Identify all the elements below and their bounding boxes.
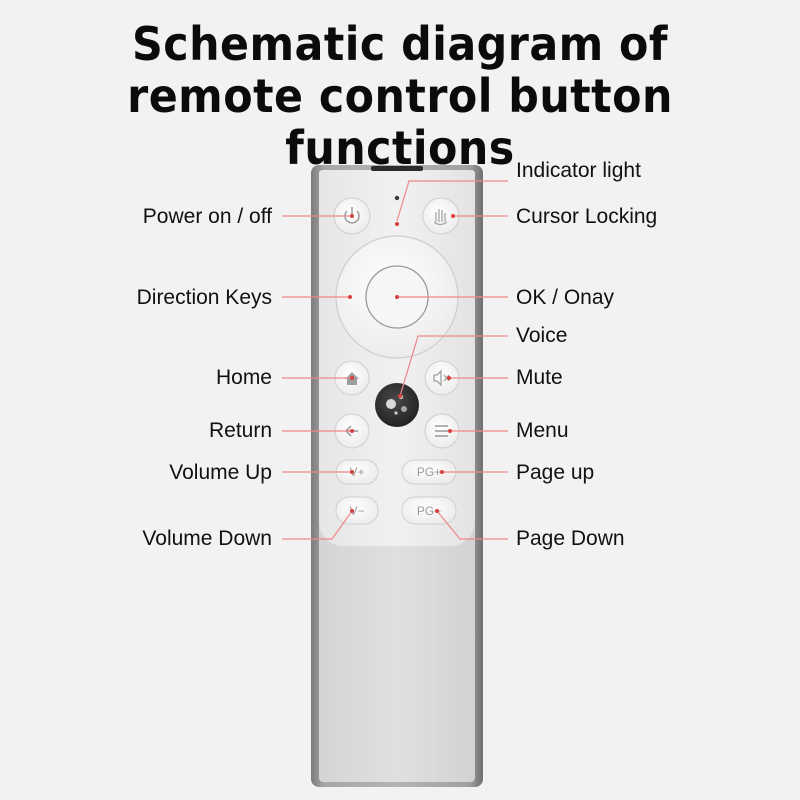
label-direction-keys: Direction Keys bbox=[137, 286, 272, 309]
leader-page-down bbox=[436, 510, 508, 540]
leader-dot-power bbox=[350, 214, 354, 218]
label-menu: Menu bbox=[516, 419, 569, 442]
leader-dot-menu bbox=[448, 429, 452, 433]
menu-button[interactable] bbox=[424, 413, 460, 449]
leader-dot-indicator-light bbox=[395, 222, 399, 226]
leader-lines bbox=[282, 180, 508, 540]
page-up-button[interactable]: PG+ bbox=[401, 459, 457, 485]
leader-dot-ok bbox=[395, 295, 399, 299]
label-page-down: Page Down bbox=[516, 527, 625, 550]
label-return: Return bbox=[209, 419, 272, 442]
label-volume-down: Volume Down bbox=[142, 527, 272, 550]
label-voice: Voice bbox=[516, 324, 567, 347]
page-down-button-label: PG− bbox=[417, 504, 441, 518]
leader-indicator-light bbox=[396, 180, 508, 222]
menu-icon bbox=[435, 425, 448, 437]
label-volume-up: Volume Up bbox=[169, 461, 272, 484]
leader-dot-cursor-locking bbox=[451, 214, 455, 218]
volume-up-button-label: V+ bbox=[349, 465, 364, 479]
label-ok: OK / Onay bbox=[516, 286, 615, 309]
label-home: Home bbox=[216, 366, 272, 389]
leader-dot-mute bbox=[447, 376, 451, 380]
label-indicator-light: Indicator light bbox=[516, 159, 641, 182]
leader-voice bbox=[399, 335, 508, 397]
voice-button[interactable] bbox=[375, 383, 419, 427]
label-page-up: Page up bbox=[516, 461, 594, 484]
leader-dot-return bbox=[350, 429, 354, 433]
volume-down-button[interactable]: V− bbox=[335, 496, 379, 525]
leader-dot-voice bbox=[398, 394, 402, 398]
label-power: Power on / off bbox=[143, 205, 272, 228]
leader-dot-page-up bbox=[440, 470, 444, 474]
title-line-1: Schematic diagram of bbox=[132, 17, 668, 71]
volume-down-button-label: V− bbox=[349, 504, 364, 518]
page-down-button[interactable]: PG− bbox=[401, 496, 457, 525]
title-line-2: remote control button functions bbox=[127, 69, 673, 175]
diagram-title: Schematic diagram of remote control butt… bbox=[28, 18, 772, 174]
leader-dot-direction-keys bbox=[348, 295, 352, 299]
leader-dot-home bbox=[350, 376, 354, 380]
voice-assistant-icon bbox=[386, 394, 407, 415]
leader-dot-page-down bbox=[435, 509, 439, 513]
leader-volume-down bbox=[282, 510, 353, 540]
label-mute: Mute bbox=[516, 366, 563, 389]
indicator-light-icon bbox=[394, 195, 400, 201]
volume-up-button[interactable]: V+ bbox=[335, 459, 379, 485]
callout-labels: Indicator light Power on / off Cursor Lo… bbox=[137, 159, 658, 550]
page-up-button-label: PG+ bbox=[417, 465, 441, 479]
hand-cursor-icon bbox=[433, 209, 448, 226]
mute-button[interactable] bbox=[424, 360, 460, 396]
label-cursor-locking: Cursor Locking bbox=[516, 205, 657, 228]
mute-icon bbox=[433, 369, 450, 387]
power-icon bbox=[344, 207, 360, 224]
leader-dot-volume-down bbox=[350, 509, 354, 513]
leader-dot-volume-up bbox=[350, 470, 354, 474]
